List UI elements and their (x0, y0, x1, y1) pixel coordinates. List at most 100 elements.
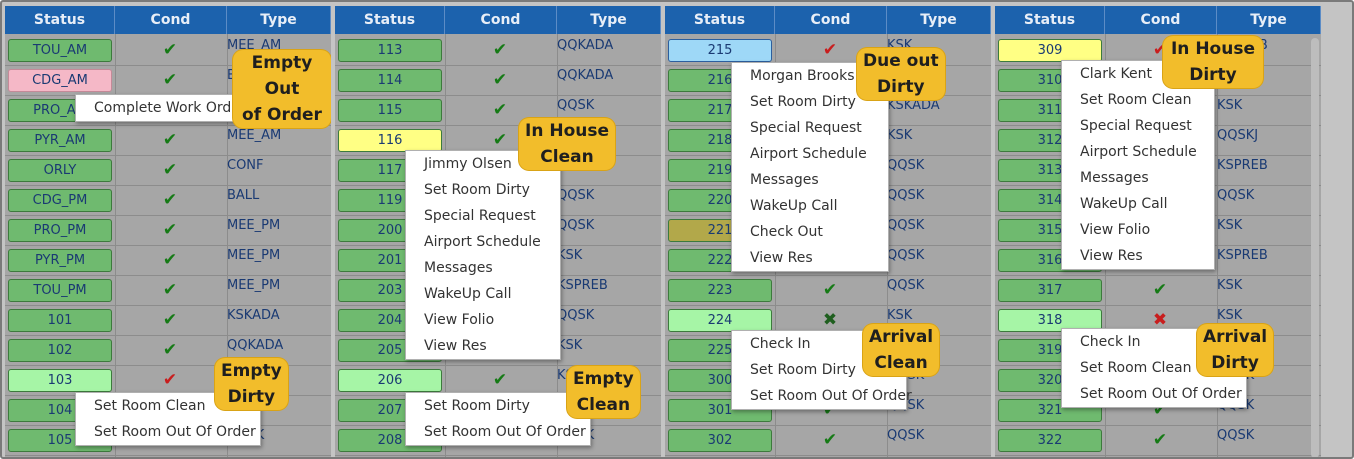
menu-item[interactable]: Set Room Clean (1080, 92, 1192, 108)
table-row[interactable]: TOU_PM✔MEE_PM (5, 276, 331, 306)
menu-item[interactable]: Check Out (750, 224, 823, 240)
header-cond[interactable]: Cond (1105, 6, 1217, 34)
menu-item[interactable]: Special Request (424, 208, 536, 224)
table-row[interactable]: 322✔QQSK (995, 426, 1321, 456)
room-type: KSK (1217, 98, 1243, 113)
room-status-badge[interactable]: 318 (998, 309, 1102, 332)
menu-item[interactable]: Airport Schedule (750, 146, 867, 162)
header-status[interactable]: Status (995, 6, 1105, 34)
menu-item[interactable]: Messages (424, 260, 493, 276)
table-row[interactable]: PYR_PM✔MEE_PM (5, 246, 331, 276)
table-row[interactable]: 103✔ (5, 366, 331, 396)
room-status-badge[interactable]: PRO_PM (8, 219, 112, 242)
room-status-badge[interactable]: 223 (668, 279, 772, 302)
menu-item[interactable]: Set Room Clean (94, 398, 206, 414)
menu-item[interactable]: Special Request (750, 120, 862, 136)
scrollbar[interactable] (1311, 38, 1319, 457)
menu-item[interactable]: Set Room Dirty (424, 398, 530, 414)
room-status-badge[interactable]: 113 (338, 39, 442, 62)
header-status[interactable]: Status (665, 6, 775, 34)
menu-item[interactable]: Messages (1080, 170, 1149, 186)
room-type: CONF (227, 158, 264, 173)
room-status-badge[interactable]: 114 (338, 69, 442, 92)
menu-item[interactable]: Set Room Dirty (424, 182, 530, 198)
room-status-badge[interactable]: 206 (338, 369, 442, 392)
menu-item[interactable]: View Res (424, 338, 487, 354)
menu-item[interactable]: View Folio (1080, 222, 1151, 238)
menu-item[interactable]: Airport Schedule (1080, 144, 1197, 160)
menu-item[interactable]: Set Room Out Of Order (424, 424, 586, 440)
table-row[interactable]: 224✖KSK (665, 306, 991, 336)
room-type: KSK (1217, 278, 1243, 293)
header-type[interactable]: Type (1217, 6, 1321, 34)
menu-item[interactable]: WakeUp Call (424, 286, 512, 302)
menu-item[interactable]: Check In (750, 336, 811, 352)
menu-item[interactable]: Set Room Dirty (750, 94, 856, 110)
menu-item[interactable]: Airport Schedule (424, 234, 541, 250)
table-row[interactable]: PYR_AM✔MEE_AM (5, 126, 331, 156)
check-icon: ✔ (492, 40, 508, 60)
menu-item[interactable]: View Res (1080, 248, 1143, 264)
room-status-badge[interactable]: PYR_AM (8, 129, 112, 152)
menu-item[interactable]: Set Room Out Of Order (750, 388, 912, 404)
menu-item[interactable]: View Res (750, 250, 813, 266)
menu-item[interactable]: View Folio (424, 312, 495, 328)
room-status-badge[interactable]: 115 (338, 99, 442, 122)
header-type[interactable]: Type (887, 6, 991, 34)
table-row[interactable]: 114✔QQKADA (335, 66, 661, 96)
room-status-badge[interactable]: 101 (8, 309, 112, 332)
header-status[interactable]: Status (5, 6, 115, 34)
table-row[interactable]: 317✔KSK (995, 276, 1321, 306)
room-status-badge[interactable]: 302 (668, 429, 772, 452)
room-status-badge[interactable]: PYR_PM (8, 249, 112, 272)
header-status[interactable]: Status (335, 6, 445, 34)
room-status-badge[interactable]: 224 (668, 309, 772, 332)
menu-item[interactable]: Messages (750, 172, 819, 188)
table-row[interactable]: 302✔QQSK (665, 426, 991, 456)
menu-item[interactable]: Jimmy Olsen (424, 156, 512, 172)
room-status-badge[interactable]: 215 (668, 39, 772, 62)
header-type[interactable]: Type (227, 6, 331, 34)
table-row[interactable]: 115✔QQSK (335, 96, 661, 126)
room-status-badge[interactable]: 116 (338, 129, 442, 152)
table-row[interactable]: 223✔QQSK (665, 276, 991, 306)
room-status-badge[interactable]: CDG_AM (8, 69, 112, 92)
header-cond[interactable]: Cond (115, 6, 227, 34)
room-status-badge[interactable]: TOU_PM (8, 279, 112, 302)
table-row[interactable]: PRO_PM✔MEE_PM (5, 216, 331, 246)
menu-item[interactable]: Set Room Clean (1080, 360, 1192, 376)
room-status-badge[interactable]: ORLY (8, 159, 112, 182)
table-row[interactable]: 113✔QQKADA (335, 36, 661, 66)
table-row[interactable]: 102✔QQKADA (5, 336, 331, 366)
menu-item[interactable]: Set Room Dirty (750, 362, 856, 378)
header-type[interactable]: Type (557, 6, 661, 34)
room-type: QQSK (887, 248, 925, 263)
table-row[interactable]: TOU_AM✔MEE_AM (5, 36, 331, 66)
room-status-badge[interactable]: 102 (8, 339, 112, 362)
room-status-badge[interactable]: 322 (998, 429, 1102, 452)
table-row[interactable]: CDG_PM✔BALL (5, 186, 331, 216)
table-row[interactable]: 318✖KSK (995, 306, 1321, 336)
menu-item[interactable]: Check In (1080, 334, 1141, 350)
menu-item[interactable]: WakeUp Call (750, 198, 838, 214)
menu-item[interactable]: Morgan Brooks (750, 68, 855, 84)
menu-item[interactable]: Set Room Out Of Order (94, 424, 256, 440)
menu-item[interactable]: WakeUp Call (1080, 196, 1168, 212)
check-icon: ✔ (162, 340, 178, 360)
room-status-badge[interactable]: 103 (8, 369, 112, 392)
menu-item[interactable]: Complete Work Order (94, 100, 246, 116)
callout-line: Empty (573, 369, 634, 389)
menu-item[interactable]: Clark Kent (1080, 66, 1153, 82)
menu-item[interactable]: Set Room Out Of Order (1080, 386, 1242, 402)
room-status-badge[interactable]: CDG_PM (8, 189, 112, 212)
table-row[interactable]: 101✔KSKADA (5, 306, 331, 336)
room-type: BALL (227, 188, 260, 203)
room-status-badge[interactable]: TOU_AM (8, 39, 112, 62)
table-row[interactable]: ORLY✔CONF (5, 156, 331, 186)
menu-item[interactable]: Special Request (1080, 118, 1192, 134)
room-status-badge[interactable]: 317 (998, 279, 1102, 302)
room-status-badge[interactable]: 309 (998, 39, 1102, 62)
header-cond[interactable]: Cond (775, 6, 887, 34)
header-cond[interactable]: Cond (445, 6, 557, 34)
